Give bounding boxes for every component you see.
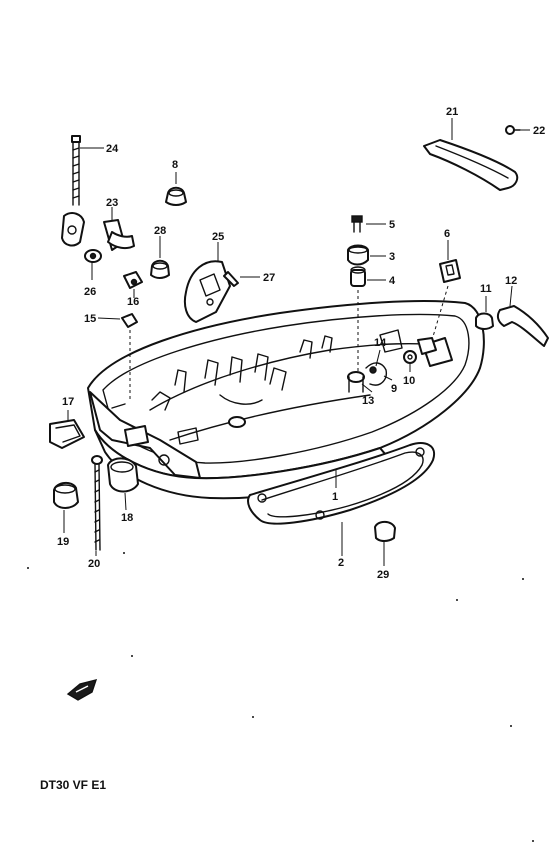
- callout-27: 27: [263, 272, 275, 284]
- callout-19: 19: [57, 536, 69, 548]
- callout-21: 21: [446, 106, 458, 118]
- screw-20: [91, 455, 103, 551]
- callout-12: 12: [505, 275, 517, 287]
- callout-28: 28: [154, 225, 166, 237]
- callout-10: 10: [403, 375, 415, 387]
- bolt-16: [123, 271, 143, 289]
- callout-22: 22: [533, 125, 545, 137]
- grommet-11: [475, 312, 494, 330]
- callout-16: 16: [127, 296, 139, 308]
- grommet-15: [121, 313, 138, 328]
- collar-4: [350, 266, 366, 287]
- forward-arrow-icon: [66, 679, 98, 701]
- bracket-25: [183, 260, 231, 323]
- callout-1: 1: [332, 491, 338, 503]
- grommet-19: [53, 482, 79, 509]
- callout-25: 25: [212, 231, 224, 243]
- callout-labels: 24 8 23 26 28 16 25 27 15 17 19 20 18 21…: [57, 106, 545, 581]
- handle-21: [423, 139, 519, 191]
- callout-3: 3: [389, 251, 395, 263]
- callout-2: 2: [338, 557, 344, 569]
- callout-26: 26: [84, 286, 96, 298]
- seal-gasket: [247, 442, 436, 525]
- leader-lines: [63, 118, 530, 566]
- clamp-23: [103, 219, 135, 251]
- plug-29: [374, 520, 396, 542]
- callout-9: 9: [391, 383, 397, 395]
- nut-26: [84, 249, 102, 263]
- callout-6: 6: [444, 228, 450, 240]
- callout-11: 11: [480, 283, 492, 295]
- bracket-6: [439, 259, 461, 283]
- callout-17: 17: [62, 396, 74, 408]
- screw-22: [505, 125, 521, 135]
- clip-part: [61, 212, 85, 247]
- callout-4: 4: [389, 275, 396, 287]
- grommet-18: [107, 457, 139, 493]
- callout-13: 13: [362, 395, 374, 407]
- scan-specks: [27, 552, 534, 842]
- grommet-8: [165, 186, 187, 206]
- callout-15: 15: [84, 313, 96, 325]
- callout-23: 23: [106, 197, 118, 209]
- grommet-3: [347, 244, 369, 266]
- pin-27: [223, 271, 239, 287]
- bolt-24: [71, 135, 81, 206]
- callout-8: 8: [172, 159, 178, 171]
- diagram-code-label: DT30 VF E1: [40, 778, 106, 792]
- callout-24: 24: [106, 143, 119, 155]
- callout-20: 20: [88, 558, 100, 570]
- grommet-28: [150, 259, 170, 279]
- pad-17: [49, 419, 85, 449]
- callout-29: 29: [377, 569, 389, 581]
- callout-18: 18: [121, 512, 133, 524]
- bolt-5: [351, 215, 363, 233]
- callout-5: 5: [389, 219, 395, 231]
- lever-12: [496, 305, 549, 347]
- callout-14: 14: [374, 337, 387, 349]
